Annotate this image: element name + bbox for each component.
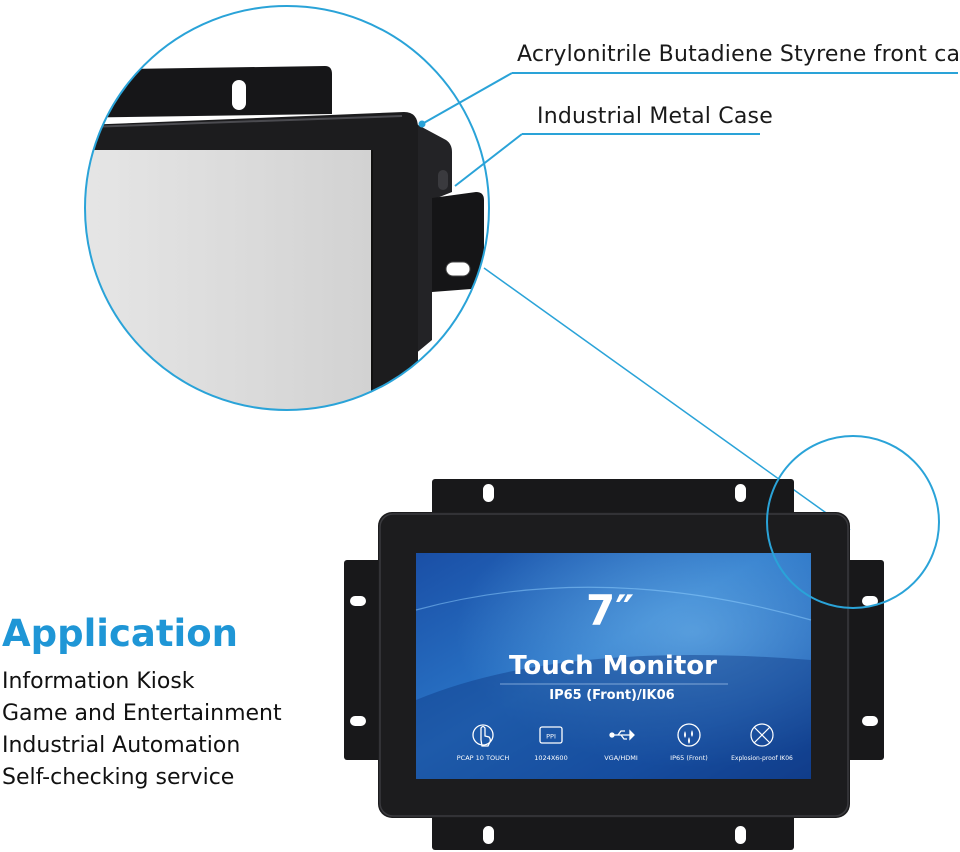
feature-label: Explosion-proof IK06 (731, 755, 793, 762)
application-list: Information Kiosk Game and Entertainment… (2, 666, 282, 794)
ppi-icon: PPI (539, 726, 563, 744)
application-heading: Application (2, 612, 239, 655)
usb-icon (609, 729, 635, 741)
screen-title: Touch Monitor (509, 651, 717, 681)
application-item: Self-checking service (2, 765, 235, 790)
application-item: Industrial Automation (2, 733, 241, 758)
application-item: Game and Entertainment (2, 701, 282, 726)
feature-label: IP65 (Front) (670, 754, 708, 762)
feature-label: PCAP 10 TOUCH (457, 754, 510, 762)
feature-label: 1024X600 (534, 754, 567, 762)
explosion-proof-icon (750, 723, 774, 747)
feature-label: VGA/HDMI (604, 754, 638, 762)
application-item: Information Kiosk (2, 669, 195, 694)
touch-monitor: 7″ Touch Monitor IP65 (Front)/IK06 PPI (344, 479, 884, 850)
metal-case-callout-label: Industrial Metal Case (537, 104, 773, 129)
highlight-circle (766, 435, 940, 609)
zoom-detail (84, 5, 490, 411)
front-case-callout-label: Acrylonitrile Butadiene Styrene front ca… (517, 42, 960, 67)
screen-size-label: 7″ (586, 586, 634, 635)
touch-icon (472, 724, 494, 747)
callout-lines (418, 72, 958, 531)
ppi-badge: PPI (546, 733, 556, 741)
water-drops-icon (677, 723, 701, 747)
screen-subtitle: IP65 (Front)/IK06 (549, 688, 674, 703)
